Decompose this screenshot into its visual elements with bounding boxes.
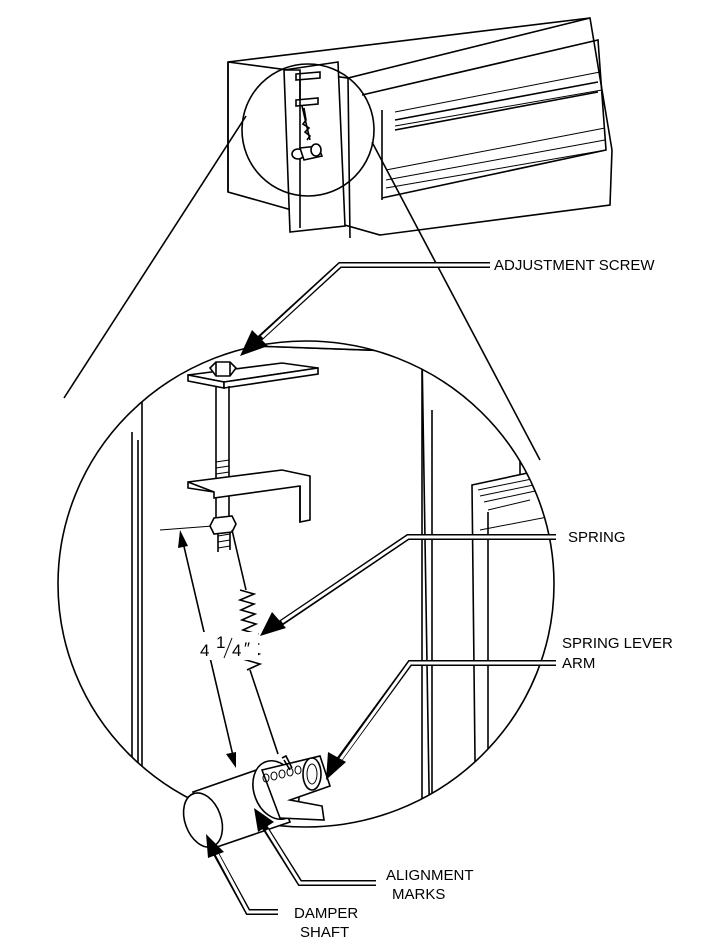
dimension-main: 4 — [200, 641, 209, 660]
label-alignment-marks-line1: ALIGNMENT — [386, 867, 474, 884]
label-damper-shaft-line2: SHAFT — [300, 924, 349, 941]
zoom-line-right — [371, 141, 541, 461]
leader-adjustment-screw — [240, 262, 490, 356]
leader-damper-shaft — [206, 834, 278, 915]
magnifier-circle-small — [241, 63, 375, 197]
magnifier-circle-large — [57, 340, 555, 828]
leader-spring — [260, 534, 556, 636]
label-damper-shaft-line1: DAMPER — [294, 905, 358, 922]
dimension-numerator: 1 — [216, 633, 225, 652]
zoom-line-left — [63, 115, 247, 399]
label-adjustment-screw: ADJUSTMENT SCREW — [494, 257, 655, 274]
leader-spring-lever-arm — [326, 660, 556, 780]
label-spring-lever-line2: ARM — [562, 655, 595, 672]
adjustment-mechanism — [182, 361, 332, 850]
label-spring: SPRING — [568, 529, 626, 546]
dimension-denominator: 4 — [232, 641, 241, 660]
label-alignment-marks-line2: MARKS — [392, 886, 445, 903]
dimension-unit: ″ — [244, 639, 250, 658]
leader-alignment-marks — [254, 808, 376, 886]
damper-unit-overview — [227, 17, 613, 239]
dimension-marker: 4 1 4 ″ — [178, 530, 258, 768]
label-spring-lever-line1: SPRING LEVER — [562, 635, 673, 652]
